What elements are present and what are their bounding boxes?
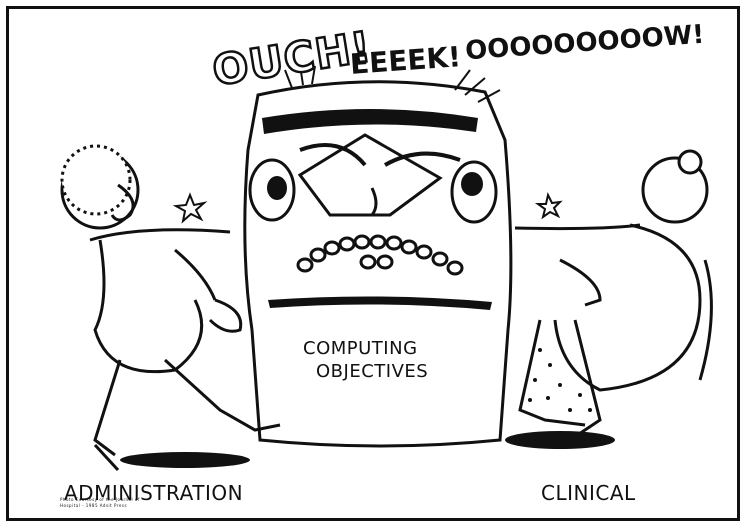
star-left (172, 192, 208, 224)
teeth-mouth (296, 234, 464, 276)
clinical-figure (514, 149, 713, 442)
clinical-pants-dots (528, 348, 592, 412)
ground-shadow-left (120, 452, 250, 468)
credit-line-1: Photo Courtesy of the Journal of (60, 497, 140, 502)
administration-caption: ADMINISTRATION (64, 481, 244, 505)
computer-label-line2: OBJECTIVES (316, 361, 429, 382)
computer-label-line1: COMPUTING (303, 338, 418, 359)
ground-shadow-right (505, 431, 615, 449)
credit-line-2: Hospital - 1985 Adsit Press (60, 503, 128, 508)
clinical-caption: CLINICAL (541, 481, 636, 505)
computer-character (243, 64, 513, 448)
administration-figure (60, 144, 281, 472)
star-right (534, 192, 563, 220)
